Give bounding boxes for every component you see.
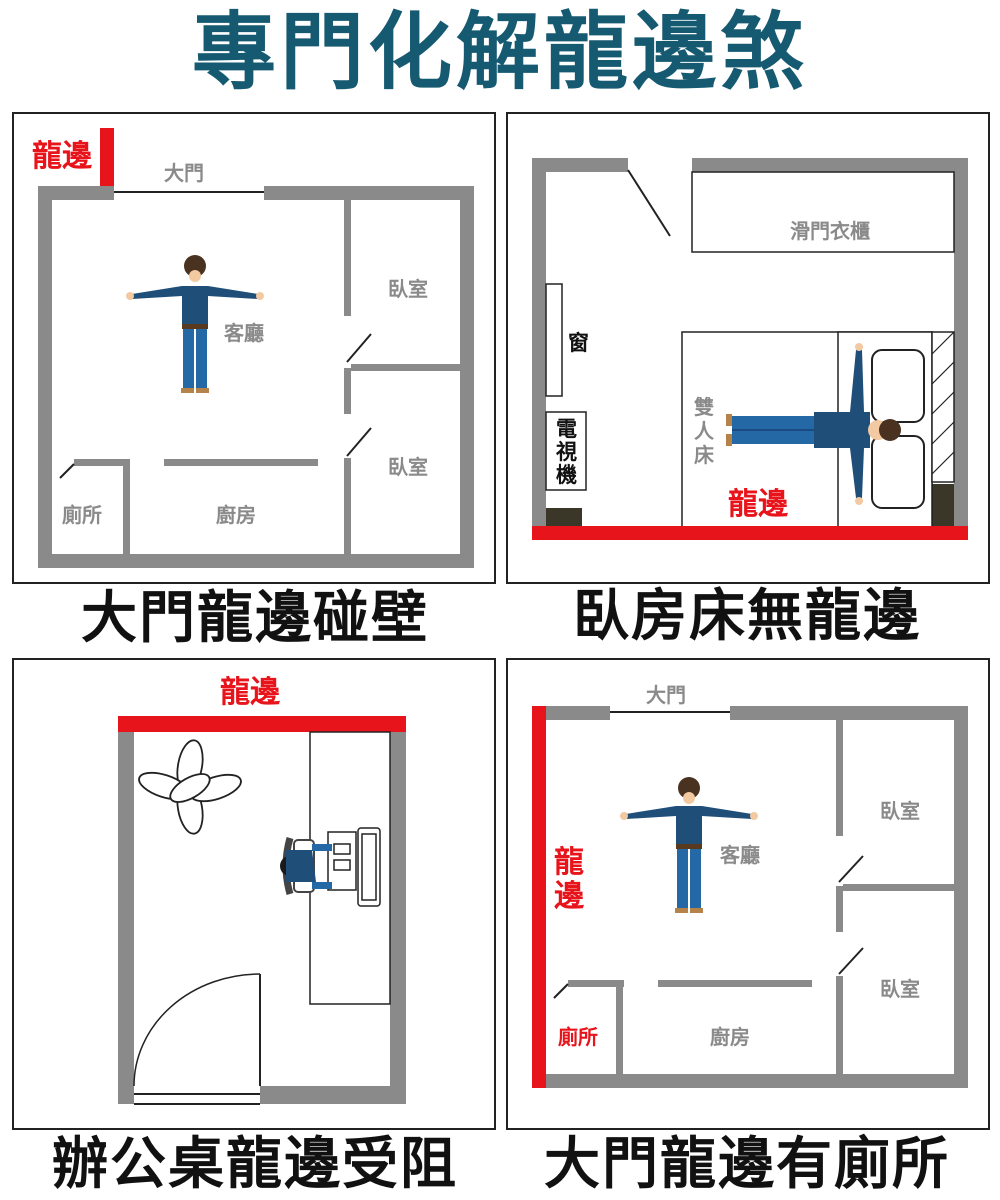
tv-label-char: 視 <box>555 440 577 464</box>
panel-caption: 大門龍邊有廁所 <box>544 1132 950 1197</box>
panel-caption: 臥房床無龍邊 <box>573 584 921 649</box>
dragon-side-marker <box>100 128 114 186</box>
panel-office-desk: 龍邊 <box>12 658 496 1130</box>
dragon-side-label-char: 邊 <box>554 879 585 914</box>
floor-plan-3: 龍邊 <box>118 675 406 1105</box>
bedroom-label: 臥室 <box>880 977 920 1001</box>
dragon-side-label: 龍邊 <box>32 139 93 174</box>
dragon-side-marker <box>532 706 546 1088</box>
person-figure <box>126 255 264 393</box>
panel-bedroom-bed: 滑門衣櫃 窗 電 視 機 雙 人 床 <box>506 112 990 584</box>
kitchen-label: 廚房 <box>216 503 256 527</box>
floor-plan-2: 滑門衣櫃 窗 電 視 機 雙 人 床 <box>532 158 968 540</box>
panel-main-door-toilet: 龍 邊 大門 臥室 臥室 客廳 廁所 廚房 <box>506 658 990 1130</box>
bedroom-label: 臥室 <box>388 277 428 301</box>
wardrobe-label: 滑門衣櫃 <box>790 219 870 243</box>
sliding-wardrobe <box>691 171 955 253</box>
bed-label-char: 床 <box>694 443 715 467</box>
door-label: 大門 <box>164 161 204 185</box>
window-label: 窗 <box>568 331 589 355</box>
page-title: 專門化解龍邊煞 <box>191 3 808 101</box>
door-label: 大門 <box>646 683 686 707</box>
bedroom-label: 臥室 <box>880 799 920 823</box>
dragon-side-label: 龍邊 <box>220 675 281 710</box>
kitchen-label: 廚房 <box>710 1025 750 1049</box>
computer <box>327 827 381 907</box>
dragon-side-label: 龍邊 <box>728 487 789 522</box>
floor-plan-4: 龍 邊 大門 臥室 臥室 客廳 廁所 廚房 <box>532 683 968 1088</box>
dragon-side-marker <box>532 526 968 540</box>
living-room-label: 客廳 <box>223 321 264 345</box>
living-room-label: 客廳 <box>719 843 760 867</box>
panel-caption: 辦公桌龍邊受阻 <box>52 1132 458 1197</box>
window <box>545 283 563 397</box>
toilet-label: 廁所 <box>558 1025 598 1049</box>
floor-plan-1: 龍邊 大門 臥室 臥室 客廳 廁所 廚房 <box>32 128 474 568</box>
bed-label-char: 雙 <box>694 395 714 419</box>
bed-label-char: 人 <box>694 419 715 443</box>
person-figure <box>620 777 758 913</box>
dragon-side-marker <box>118 716 406 732</box>
plant <box>138 739 242 835</box>
tv-label-char: 機 <box>556 463 577 487</box>
dragon-side-label-char: 龍 <box>554 845 584 880</box>
tv-cabinet <box>545 411 587 491</box>
office-chair <box>280 837 332 895</box>
panel-main-door-wall: 龍邊 大門 臥室 臥室 客廳 廁所 廚房 <box>12 112 496 584</box>
panel-caption: 大門龍邊碰壁 <box>81 586 429 651</box>
toilet-label: 廁所 <box>62 503 102 527</box>
tv-label-char: 電 <box>556 417 577 441</box>
person-lying-figure <box>726 343 901 505</box>
bedroom-label: 臥室 <box>388 455 428 479</box>
